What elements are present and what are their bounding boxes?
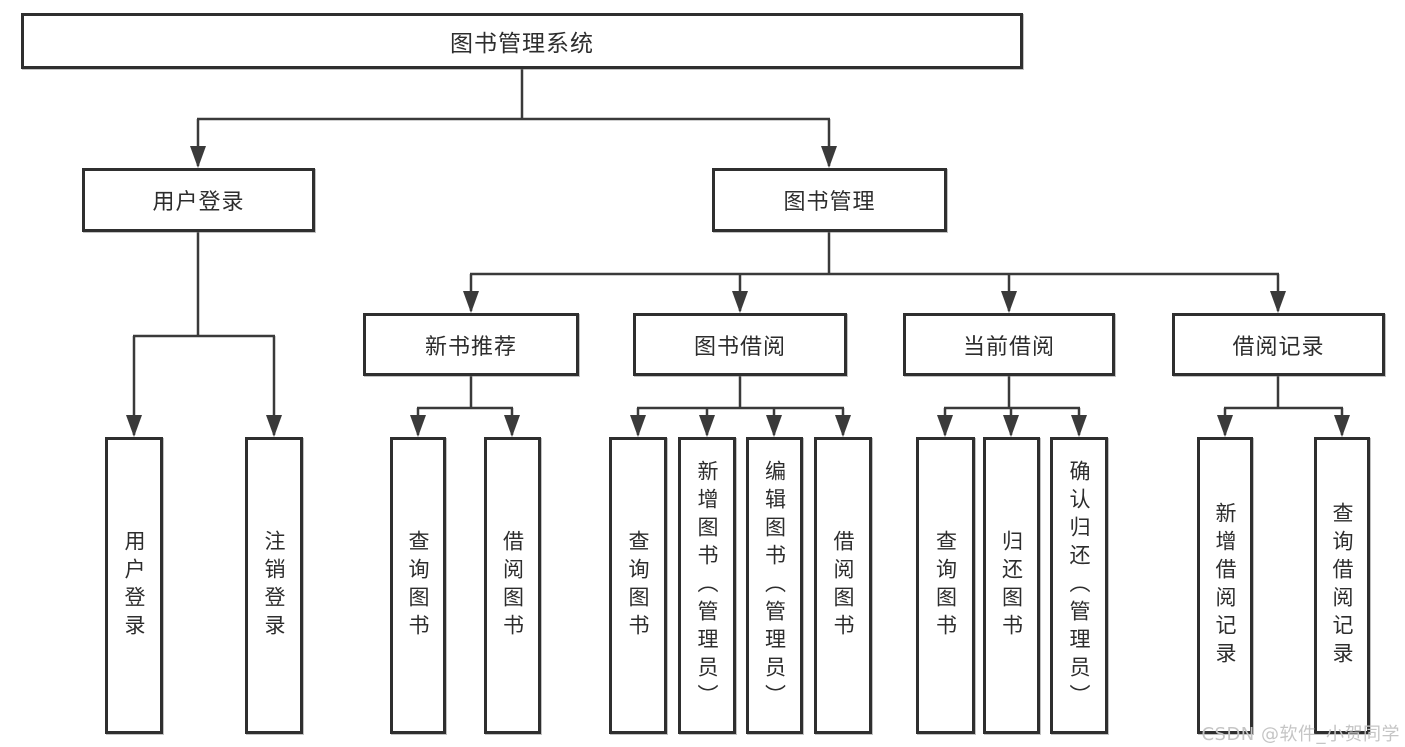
arrowhead [1001,291,1017,313]
arrowhead [835,415,851,437]
csdn-watermark: CSDN @软件_小贺同学 [1201,724,1400,745]
arrowhead [1217,415,1233,437]
arrowhead [266,415,282,437]
node-current-borrowing: 当前借阅 [903,313,1115,376]
arrowhead [504,415,520,437]
node-label: 图书借阅 [693,334,786,360]
node-new-book-recommend: 新书推荐 [363,313,579,376]
node-label: 用户登录 [152,190,245,215]
tree-edges [132,69,1344,435]
arrowhead [1071,415,1087,437]
leaf-query-books-current: 查询图书 [916,437,975,734]
leaf-label: 新增图书（管理员） [695,459,719,712]
arrowhead [1270,291,1286,313]
node-borrowing-records: 借阅记录 [1172,313,1385,376]
arrowhead [190,146,206,168]
arrowhead [463,291,479,313]
arrowhead [937,415,953,437]
leaf-label: 查询借阅记录 [1330,501,1354,670]
arrowhead [1003,415,1019,437]
arrowhead [410,415,426,437]
leaf-label: 查询图书 [626,529,650,642]
arrowhead [699,415,715,437]
leaf-add-books-admin: 新增图书（管理员） [678,437,736,734]
leaf-label: 借阅图书 [500,529,525,642]
node-root-label: 图书管理系统 [450,31,594,57]
leaf-confirm-return-admin: 确认归还（管理员） [1050,437,1108,734]
node-book-borrowing: 图书借阅 [633,313,847,376]
leaf-query-borrow-record: 查询借阅记录 [1314,437,1370,734]
arrowhead [766,415,782,437]
node-user-login: 用户登录 [82,168,315,232]
leaf-return-books: 归还图书 [983,437,1040,734]
leaf-label: 查询图书 [406,529,430,642]
leaf-label: 归还图书 [999,529,1024,642]
arrowhead [630,415,646,437]
leaf-label: 确认归还（管理员） [1067,459,1091,712]
leaf-edit-books-admin: 编辑图书（管理员） [746,437,803,734]
node-label: 当前借阅 [962,334,1055,360]
node-root: 图书管理系统 [21,13,1023,69]
arrowheads [126,146,1350,437]
leaf-user-login: 用户登录 [105,437,163,734]
node-label: 借阅记录 [1232,334,1325,360]
leaf-query-books-recommend: 查询图书 [390,437,446,734]
leaf-borrow-books: 借阅图书 [814,437,872,734]
leaf-label: 注销登录 [262,529,286,642]
leaf-label: 借阅图书 [831,529,855,642]
node-book-management: 图书管理 [712,168,947,232]
arrowhead [821,146,837,168]
leaf-label: 查询图书 [933,529,958,642]
leaf-label: 编辑图书（管理员） [762,459,787,712]
arrowhead [1334,415,1350,437]
leaf-query-books-borrow: 查询图书 [609,437,667,734]
node-label: 图书管理 [783,190,876,215]
leaf-label: 新增借阅记录 [1213,501,1237,670]
arrowhead [126,415,142,437]
leaf-logout: 注销登录 [245,437,303,734]
leaf-add-borrow-record: 新增借阅记录 [1197,437,1253,734]
node-label: 新书推荐 [424,334,517,360]
leaf-label: 用户登录 [122,529,146,642]
arrowhead [732,291,748,313]
leaf-borrow-books-recommend: 借阅图书 [484,437,541,734]
